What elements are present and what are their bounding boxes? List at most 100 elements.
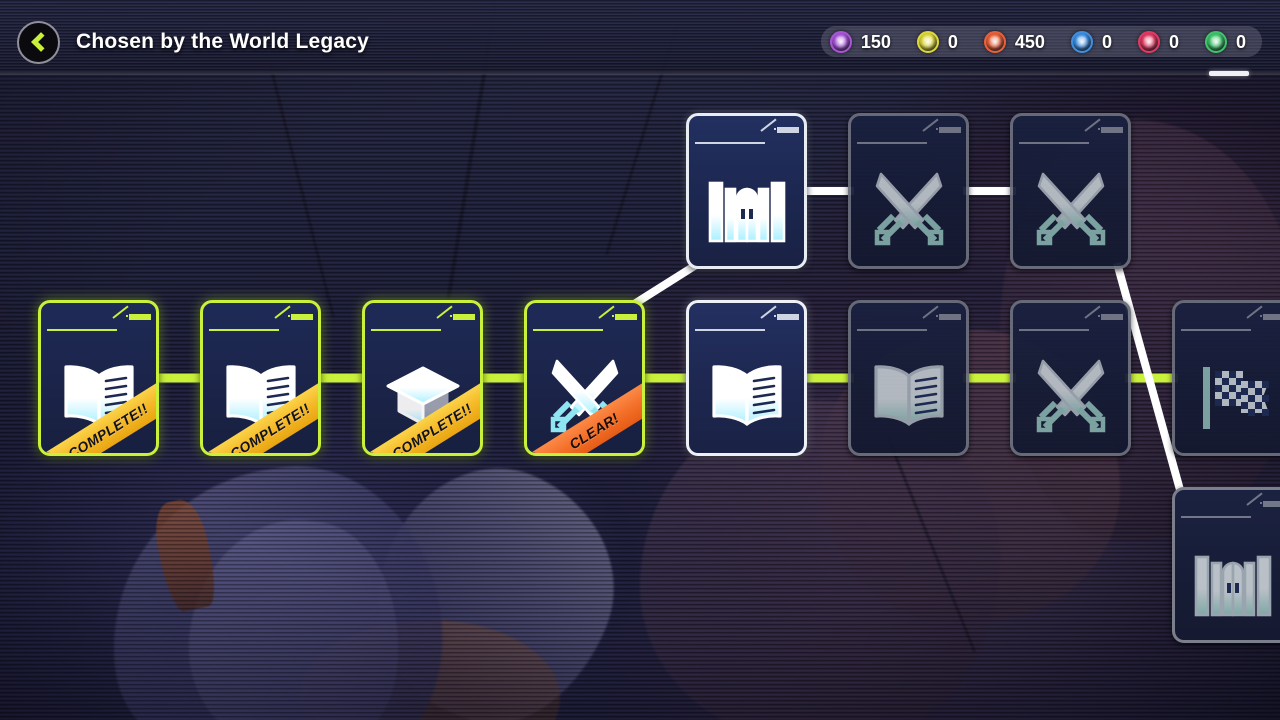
status-badge-label: CLEAR! (566, 409, 622, 453)
node-badge-clip: COMPLETE!! (365, 303, 480, 453)
node-header-tab (777, 314, 799, 320)
node-card-frame: COMPLETE!! (38, 300, 159, 456)
currency-item: 0 (916, 30, 958, 53)
node-card-frame: CLEAR! (524, 300, 645, 456)
node-header-rule (695, 329, 765, 331)
node-card-frame (686, 300, 807, 456)
currency-value: 0 (1168, 31, 1179, 52)
node-header (1013, 116, 1128, 146)
node-header-top-line (1260, 502, 1262, 504)
page-title: Chosen by the World Legacy (76, 30, 370, 53)
node-header-top-line (1098, 315, 1100, 317)
book-icon (689, 333, 804, 453)
node-header-tab (1101, 314, 1123, 320)
node-header-rule (1181, 329, 1251, 331)
node-card-frame (1010, 113, 1131, 269)
currency-value: 150 (860, 31, 891, 52)
node-header (689, 116, 804, 146)
chevron-left-icon (31, 32, 51, 52)
status-badge: COMPLETE!! (41, 367, 156, 453)
currency-item: 150 (829, 30, 891, 53)
node-card-frame (848, 300, 969, 456)
gate-icon (1175, 520, 1280, 640)
flag-icon (1175, 333, 1280, 453)
status-badge: CLEAR! (527, 367, 642, 453)
book-icon (851, 333, 966, 453)
stage-node-n8[interactable] (1172, 300, 1280, 456)
horizontal-scrollbar-thumb[interactable] (1208, 71, 1249, 76)
stage-node-n2[interactable]: COMPLETE!! (200, 300, 321, 456)
node-header-top-line (936, 315, 938, 317)
node-header-rule (857, 329, 927, 331)
currency-value: 450 (1014, 31, 1045, 52)
node-header (851, 116, 966, 146)
node-header-tab (1263, 501, 1280, 507)
swords-icon (1013, 333, 1128, 453)
node-header (1013, 303, 1128, 333)
currency-value: 0 (1235, 31, 1246, 52)
currency-item: 0 (1137, 30, 1179, 53)
stage-node-n3[interactable]: COMPLETE!! (362, 300, 483, 456)
gate-icon (689, 146, 804, 266)
green-gem (1204, 30, 1227, 53)
red-gem (1137, 30, 1160, 53)
currency-item: 0 (1204, 30, 1246, 53)
node-header-rule (1019, 142, 1089, 144)
blue-gem (1070, 30, 1093, 53)
currency-item: 0 (1070, 30, 1112, 53)
currency-bar: 150 0 450 0 0 0 (820, 26, 1262, 57)
node-header (689, 303, 804, 333)
stage-node-n6[interactable] (848, 300, 969, 456)
node-header-tab (939, 127, 961, 133)
node-header (851, 303, 966, 333)
swords-icon (1013, 146, 1128, 266)
back-button[interactable] (17, 21, 60, 64)
node-header-top-line (1098, 128, 1100, 130)
node-header-rule (1019, 329, 1089, 331)
node-badge-clip: COMPLETE!! (41, 303, 156, 453)
status-badge: COMPLETE!! (203, 367, 318, 453)
status-badge: COMPLETE!! (365, 367, 480, 453)
horizontal-scrollbar-track[interactable] (0, 72, 1280, 75)
stage-node-n7[interactable] (1010, 300, 1131, 456)
currency-value: 0 (1101, 31, 1112, 52)
orange-gem (983, 30, 1006, 53)
node-header-rule (695, 142, 765, 144)
node-header (1175, 303, 1280, 333)
stage-node-n5[interactable] (686, 300, 807, 456)
node-card-frame (1010, 300, 1131, 456)
stage-node-n11[interactable] (1010, 113, 1131, 269)
node-header-tab (1263, 314, 1280, 320)
node-header-rule (1181, 516, 1251, 518)
stage-node-n12[interactable] (1172, 487, 1280, 643)
node-header-top-line (774, 315, 776, 317)
top-header-bar: Chosen by the World Legacy 150 0 450 0 0 0 (0, 0, 1280, 74)
node-badge-clip: COMPLETE!! (203, 303, 318, 453)
swords-icon (851, 146, 966, 266)
node-header-top-line (774, 128, 776, 130)
node-card-frame (1172, 487, 1280, 643)
node-header-tab (777, 127, 799, 133)
stage-node-n1[interactable]: COMPLETE!! (38, 300, 159, 456)
currency-value: 0 (947, 31, 958, 52)
node-header-top-line (1260, 315, 1262, 317)
node-header-top-line (936, 128, 938, 130)
node-card-frame: COMPLETE!! (200, 300, 321, 456)
status-badge-label: COMPLETE!! (227, 400, 313, 453)
purple-gem (829, 30, 852, 53)
node-badge-clip: CLEAR! (527, 303, 642, 453)
node-header-tab (1101, 127, 1123, 133)
node-card-frame: COMPLETE!! (362, 300, 483, 456)
stage-node-n10[interactable] (848, 113, 969, 269)
stage-node-n9[interactable] (686, 113, 807, 269)
stage-node-n4[interactable]: CLEAR! (524, 300, 645, 456)
node-card-frame (686, 113, 807, 269)
node-card-frame (848, 113, 969, 269)
yellow-gem (916, 30, 939, 53)
currency-item: 450 (983, 30, 1045, 53)
node-card-frame (1172, 300, 1280, 456)
node-header-tab (939, 314, 961, 320)
status-badge-label: COMPLETE!! (65, 400, 151, 453)
node-header (1175, 490, 1280, 520)
